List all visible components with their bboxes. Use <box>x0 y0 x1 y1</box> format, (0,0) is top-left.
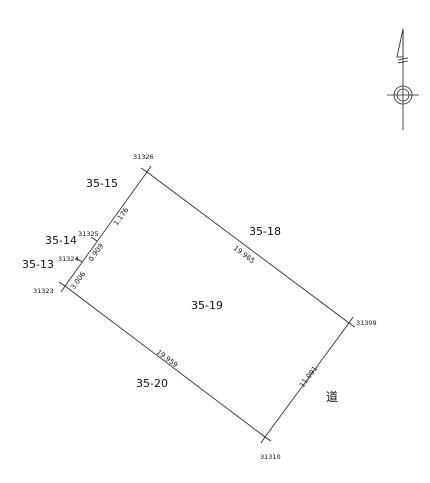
lot-boundary <box>64 171 350 438</box>
boundary-top <box>146 171 350 324</box>
point-label-31323: 31323 <box>33 287 54 295</box>
parcel-label-35-14: 35-14 <box>45 234 77 247</box>
point-label-31310: 31310 <box>260 453 281 461</box>
dimension-bottom: 19.959 <box>155 348 179 369</box>
dimension-right: 11.091 <box>298 365 319 389</box>
boundary-left <box>64 171 148 287</box>
point-label-31309: 31309 <box>356 319 377 327</box>
dimension-top: 19.965 <box>232 244 256 265</box>
parcel-label-35-15: 35-15 <box>86 177 118 190</box>
boundary-bottom <box>64 285 266 438</box>
parcel-label-35-13: 35-13 <box>22 258 54 271</box>
point-label-31326: 31326 <box>133 153 154 161</box>
point-label-31324: 31324 <box>58 255 79 263</box>
dimension-left-b: 0.909 <box>87 242 105 263</box>
parcel-label-35-18: 35-18 <box>249 225 281 238</box>
road-label: 道 <box>326 390 338 404</box>
parcel-label-35-20: 35-20 <box>136 377 168 390</box>
point-label-31325: 31325 <box>78 230 99 238</box>
parcel-label-35-19: 35-19 <box>191 299 223 312</box>
north-arrow-icon <box>387 28 419 130</box>
corner-ticks <box>58 165 356 444</box>
dimension-left-c: 3.006 <box>69 270 88 291</box>
boundary-right <box>264 322 350 438</box>
